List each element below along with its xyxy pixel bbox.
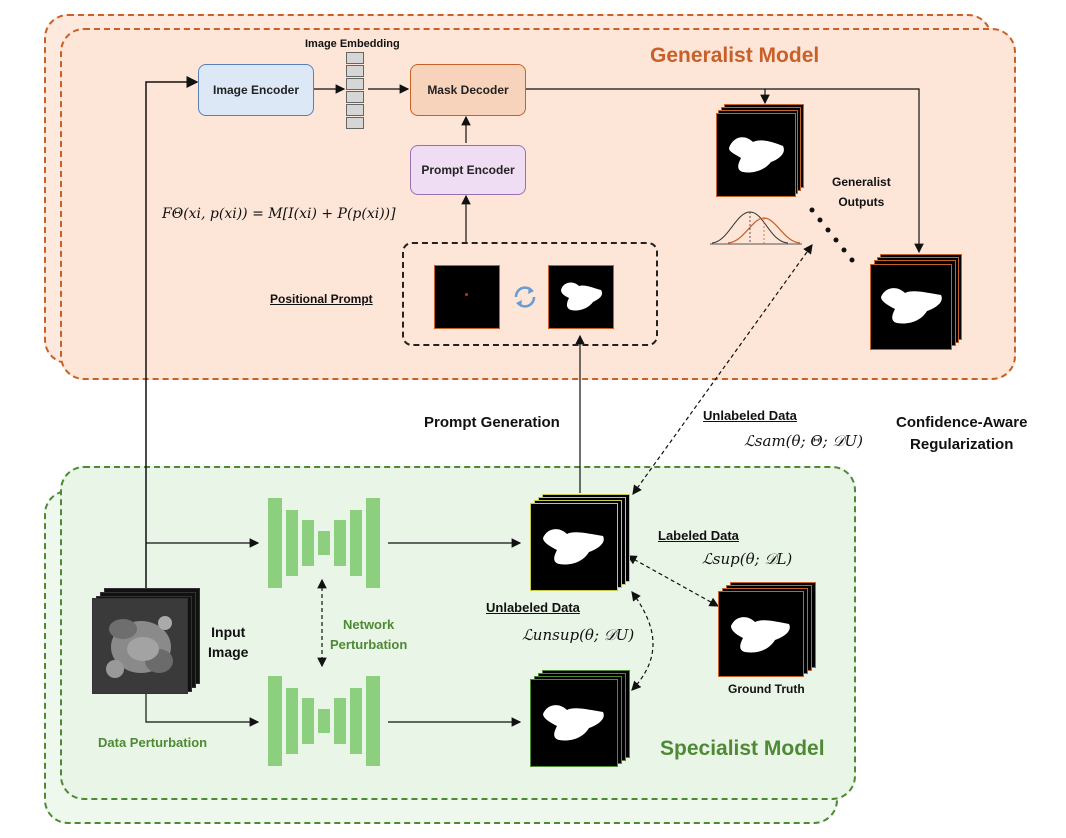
output-dot-2 (817, 217, 823, 223)
generalist-formula: FΘ(xi, p(xi)) = M[I(xi) + P(p(xi))] (162, 206, 396, 222)
input-to-bottom-network-line (145, 690, 260, 727)
prompt-encoder-label: Prompt Encoder (421, 163, 515, 177)
sup-loss-arrow (626, 555, 720, 607)
output-dot-5 (841, 247, 847, 253)
prompt-encoder-box: Prompt Encoder (410, 145, 526, 195)
generalist-output-stack-2 (870, 254, 962, 350)
input-to-image-encoder-arrow (145, 76, 199, 590)
mask-decoder-box: Mask Decoder (410, 64, 526, 116)
sam-loss-formula: ℒsam(θ; Θ; 𝒟U) (744, 432, 863, 450)
input-image-line1: Input (211, 624, 246, 640)
point-prompt-image (434, 265, 500, 329)
unsup-loss-arrow (631, 591, 654, 691)
network-perturbation-label: Network Perturbation (330, 615, 407, 655)
output-dot-3 (825, 227, 831, 233)
output-dot-4 (833, 237, 839, 243)
positional-prompt-label: Positional Prompt (270, 292, 373, 306)
data-perturbation-label: Data Perturbation (98, 735, 208, 750)
bottom-network-icon (268, 676, 380, 766)
generalist-output-stack-1 (716, 104, 804, 197)
network-perturbation-line1: Network (343, 617, 395, 632)
confidence-aware-line1: Confidence-Aware (896, 414, 1028, 431)
mask-prompt-image (548, 265, 614, 329)
labeled-data-label: Labeled Data (658, 528, 739, 543)
specialist-output-stack-bottom (530, 670, 630, 767)
ground-truth-label: Ground Truth (728, 682, 805, 696)
sam-loss-arrow (632, 244, 813, 495)
decoder-to-outputs-arrow (526, 88, 770, 105)
top-network-icon (268, 498, 380, 588)
specialist-title: Specialist Model (660, 737, 825, 760)
point-prompt-dot (465, 293, 468, 296)
image-encoder-label: Image Encoder (212, 83, 300, 97)
output-dot-6 (849, 257, 855, 263)
image-embedding-label: Image Embedding (305, 38, 400, 50)
unlabeled-data-label: Unlabeled Data (486, 600, 580, 615)
input-image-label: Input Image (208, 622, 248, 662)
input-image-stack (92, 588, 202, 694)
generalist-outputs-line1: Generalist (832, 175, 891, 189)
image-encoder-box: Image Encoder (198, 64, 314, 116)
unsup-loss-formula: ℒunsup(θ; 𝒟U) (522, 626, 635, 644)
confidence-aware-label: Confidence-Aware Regularization (896, 412, 1027, 456)
prompt-generation-label: Prompt Generation (424, 414, 560, 431)
input-image-line2: Image (208, 644, 249, 660)
specialist-output-stack-top (530, 494, 630, 591)
unlabeled-data-top-label: Unlabeled Data (703, 408, 797, 423)
network-perturbation-line2: Perturbation (330, 637, 408, 652)
image-embedding-stack (346, 52, 364, 129)
distribution-curves-icon (708, 206, 804, 248)
generalist-outputs-label: Generalist Outputs (832, 172, 891, 212)
mask-decoder-label: Mask Decoder (427, 83, 509, 97)
sup-loss-formula: ℒsup(θ; 𝒟L) (702, 550, 793, 568)
refresh-icon (510, 282, 540, 312)
confidence-aware-line2: Regularization (910, 436, 1014, 453)
generalist-outputs-line2: Outputs (838, 195, 885, 209)
positional-prompt-box (402, 242, 658, 346)
generalist-title: Generalist Model (650, 44, 820, 67)
decoder-to-outputs-last-arrow (765, 88, 924, 254)
output-dot-1 (809, 207, 815, 213)
ground-truth-stack (718, 582, 816, 678)
